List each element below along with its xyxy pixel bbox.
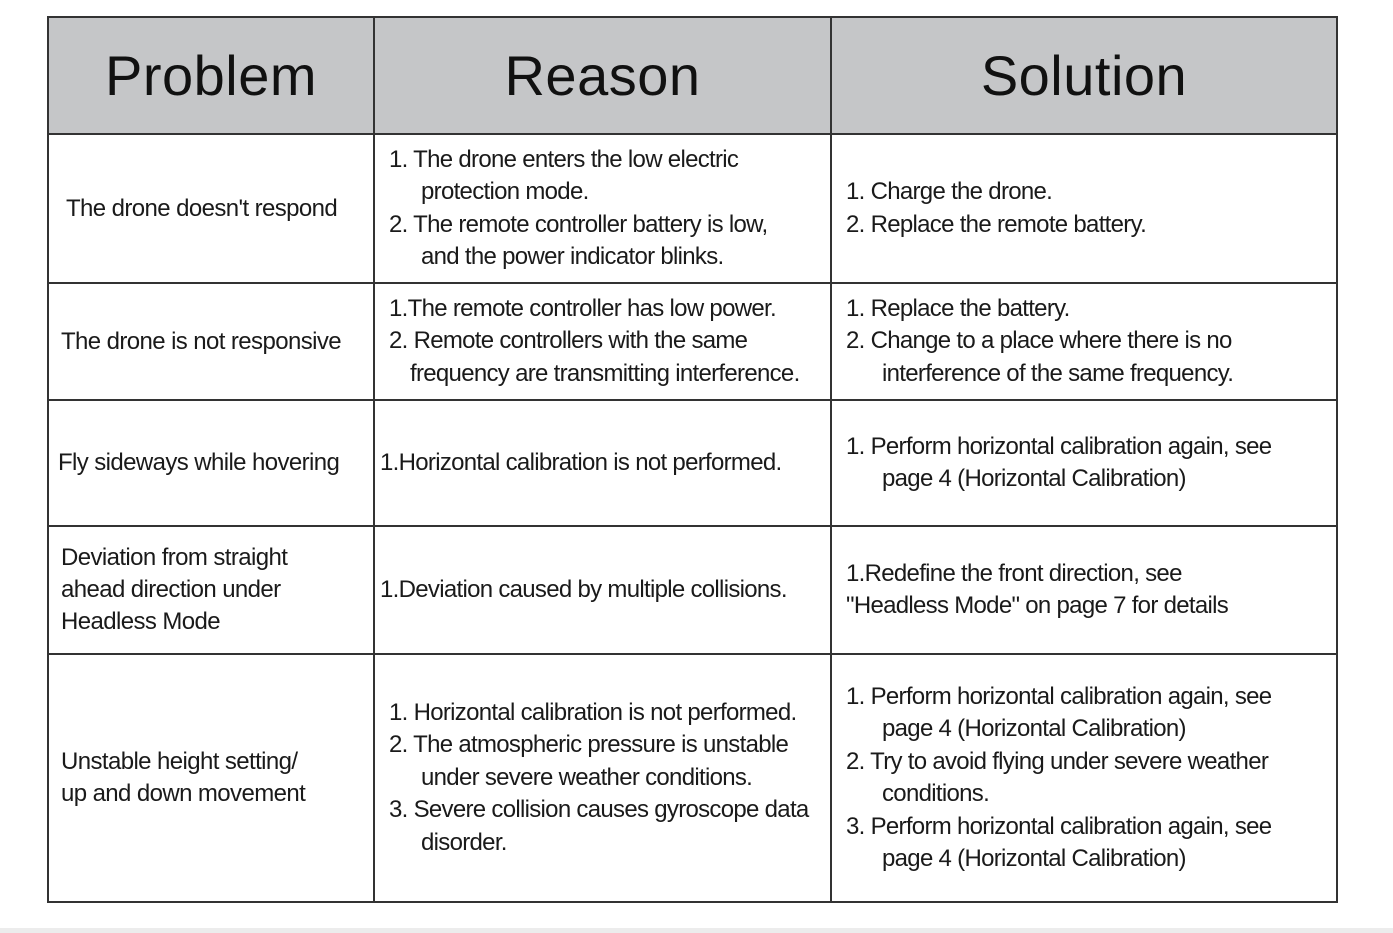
- row-5-reason-list: 1. Horizontal calibration is not perform…: [375, 697, 809, 860]
- row-4-reason: 1.Deviation caused by multiple collision…: [375, 527, 832, 655]
- row-2-reason-list: 1.The remote controller has low power. 2…: [375, 293, 809, 391]
- row-3-reason-text: 1.Horizontal calibration is not performe…: [380, 448, 782, 476]
- list-item: 3. Perform horizontal calibration again,…: [846, 812, 1272, 873]
- list-item: 2. Replace the remote battery.: [846, 210, 1147, 238]
- list-item: 3. Severe collision causes gyroscope dat…: [389, 796, 809, 856]
- list-item: 2. The atmospheric pressure is unstable …: [389, 731, 789, 791]
- list-item: 1. Perform horizontal calibration again,…: [846, 432, 1272, 493]
- row-5-problem: Unstable height setting/ up and down mov…: [49, 655, 375, 901]
- row-3-reason: 1.Horizontal calibration is not performe…: [375, 401, 832, 527]
- row-2-problem-text: The drone is not responsive: [61, 327, 342, 355]
- row-1-solution: 1. Charge the drone. 2. Replace the remo…: [832, 135, 1336, 284]
- list-item: 1. Replace the battery.: [846, 294, 1070, 322]
- list-item: 1. Charge the drone.: [846, 178, 1053, 205]
- row-2-solution: 1. Replace the battery. 2. Change to a p…: [832, 284, 1336, 401]
- row-4-problem: Deviation from straight ahead direction …: [49, 527, 375, 655]
- row-5-solution: 1. Perform horizontal calibration again,…: [832, 655, 1336, 901]
- row-4-problem-text: Deviation from straight ahead direction …: [61, 544, 288, 635]
- row-1-problem-text: The drone doesn't respond: [66, 194, 338, 222]
- row-3-problem-text: Fly sideways while hovering: [58, 449, 340, 476]
- row-5-reason: 1. Horizontal calibration is not perform…: [375, 655, 832, 901]
- header-solution: Solution: [832, 18, 1336, 135]
- row-3-solution: 1. Perform horizontal calibration again,…: [832, 401, 1336, 527]
- list-item: 2. The remote controller battery is low,…: [389, 210, 768, 271]
- row-4-solution: 1.Redefine the front direction, see "Hea…: [832, 527, 1336, 655]
- row-5-solution-list: 1. Perform horizontal calibration again,…: [832, 681, 1306, 876]
- list-item: 2. Try to avoid flying under severe weat…: [846, 747, 1269, 808]
- list-item: 1. Perform horizontal calibration again,…: [846, 682, 1272, 743]
- header-problem: Problem: [49, 18, 375, 135]
- row-2-solution-list: 1. Replace the battery. 2. Change to a p…: [832, 293, 1276, 391]
- list-item: 2. Change to a place where there is no i…: [846, 327, 1234, 387]
- list-item: 1. Horizontal calibration is not perform…: [389, 698, 797, 726]
- row-1-reason: 1. The drone enters the low electric pro…: [375, 135, 832, 284]
- row-1-solution-list: 1. Charge the drone. 2. Replace the remo…: [832, 176, 1147, 241]
- row-1-problem: The drone doesn't respond: [49, 135, 375, 284]
- bottom-divider: [0, 928, 1393, 933]
- row-4-solution-text: 1.Redefine the front direction, see "Hea…: [846, 559, 1229, 620]
- table-grid: Problem Reason Solution The drone doesn'…: [49, 18, 1336, 901]
- row-2-problem: The drone is not responsive: [49, 284, 375, 401]
- row-3-problem: Fly sideways while hovering: [49, 401, 375, 527]
- troubleshooting-table: Problem Reason Solution The drone doesn'…: [47, 16, 1338, 903]
- list-item: 1. The drone enters the low electric pro…: [389, 145, 739, 206]
- row-2-reason: 1.The remote controller has low power. 2…: [375, 284, 832, 401]
- row-4-reason-text: 1.Deviation caused by multiple collision…: [380, 575, 788, 603]
- row-3-solution-list: 1. Perform horizontal calibration again,…: [832, 431, 1306, 496]
- header-reason: Reason: [375, 18, 832, 135]
- row-1-reason-list: 1. The drone enters the low electric pro…: [375, 144, 789, 274]
- row-5-problem-text: Unstable height setting/ up and down mov…: [61, 748, 306, 807]
- list-item: 2. Remote controllers with the same freq…: [389, 327, 800, 387]
- list-item: 1.The remote controller has low power.: [389, 294, 777, 322]
